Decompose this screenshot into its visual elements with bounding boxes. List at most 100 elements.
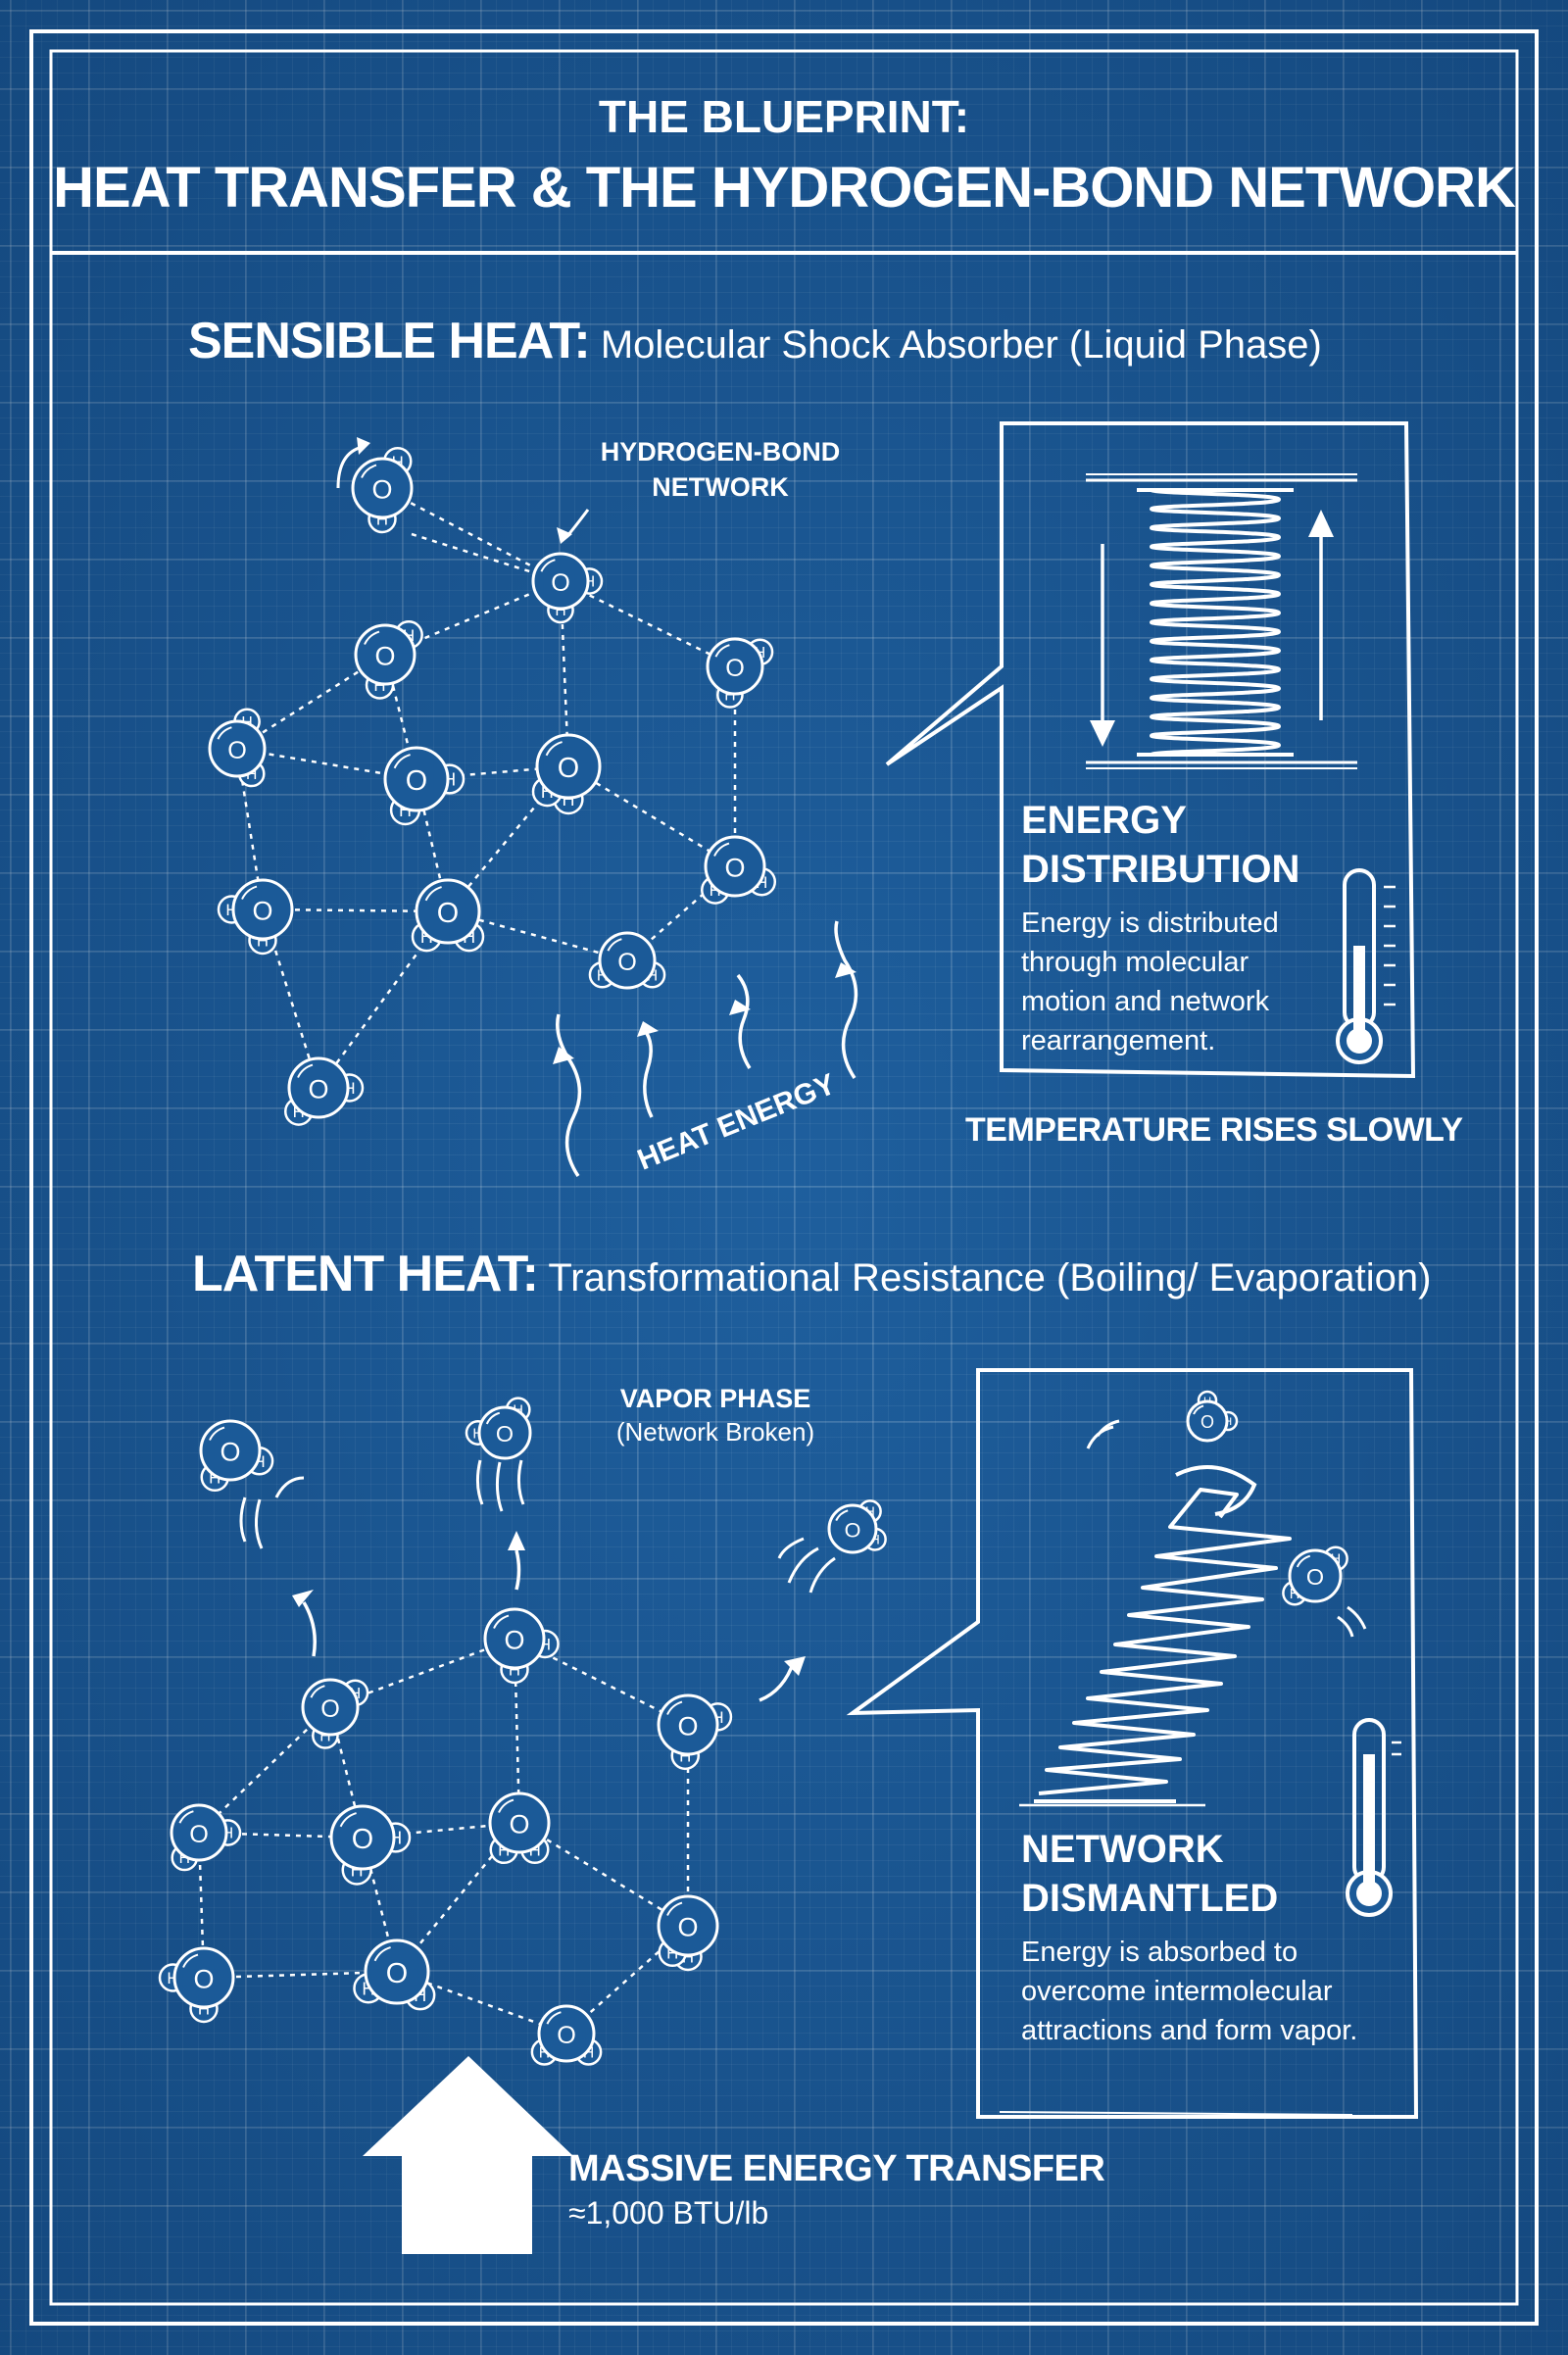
thermometer-high-icon — [1346, 1718, 1401, 1917]
water-molecule-icon: HHO — [170, 1803, 242, 1872]
hydrogen-atom-label: H — [555, 603, 565, 619]
latent-heading: LATENT HEAT: Transformational Resistance… — [192, 1245, 1431, 1303]
oxygen-atom-label: O — [558, 753, 579, 784]
heat-wave-arrows — [556, 920, 858, 1177]
oxygen-atom-label: O — [308, 1075, 328, 1104]
water-molecule-icon: HHO — [483, 1607, 560, 1685]
vapor-motion-lines — [239, 1419, 1367, 1638]
oxygen-atom-label: O — [227, 737, 247, 764]
sensible-hydrogen-bonds — [235, 486, 737, 1089]
water-molecule-icon: HHO — [208, 708, 267, 788]
compressed-spring-icon — [1137, 488, 1294, 757]
oxygen-atom-label: O — [189, 1821, 209, 1848]
oxygen-atom-label: O — [557, 2022, 576, 2049]
breaking-spring-icon — [1034, 1465, 1292, 1803]
energy-distribution-callout — [885, 421, 1416, 1079]
water-molecule-icon: HHO — [158, 1946, 235, 2024]
oxygen-atom-label: O — [406, 765, 427, 797]
network-dismantled-callout — [846, 1368, 1419, 2119]
oxygen-atom-label: O — [509, 1810, 529, 1840]
oxygen-atom-label: O — [386, 1958, 408, 1989]
water-molecule-icon: HHO — [465, 1397, 532, 1460]
water-molecule-icon: HHO — [351, 446, 414, 534]
oxygen-atom-label: O — [320, 1695, 340, 1723]
thermometer-low-icon — [1336, 868, 1396, 1064]
water-molecule-icon: HHO — [531, 733, 602, 815]
outer-border — [29, 29, 1539, 2326]
water-molecule-icon: HHO — [1186, 1390, 1239, 1443]
escape-arrows — [302, 1549, 796, 1702]
oxygen-atom-label: O — [677, 1712, 698, 1742]
water-molecule-icon: HHO — [383, 746, 466, 826]
energy-distribution-body: Energy is distributed through molecular … — [1021, 908, 1279, 1056]
sensible-heading-rest: Molecular Shock Absorber (Liquid Phase) — [589, 323, 1322, 367]
hydrogen-atom-label: H — [597, 967, 608, 984]
water-molecule-icon: HHO — [657, 1693, 733, 1771]
latent-hydrogen-bonds — [197, 1637, 690, 2036]
water-molecule-icon: HHO — [706, 637, 774, 709]
oxygen-atom-label: O — [352, 1824, 373, 1855]
energy-distribution-title-1: ENERGY — [1021, 799, 1187, 842]
latent-molecules: HHOHHOHHOHHOHHOHHOHHOHHOHHOHHOHHOHHOHHOH… — [158, 1390, 1348, 2066]
title-line-2: HEAT TRANSFER & THE HYDROGEN-BOND NETWOR… — [53, 156, 1516, 220]
water-molecule-icon: H HO — [588, 931, 666, 990]
oxygen-atom-label: O — [220, 1438, 240, 1467]
heat-arrow-heads — [553, 962, 857, 1064]
oxygen-atom-label: O — [504, 1626, 524, 1655]
hydrogen-atom-label: H — [179, 1850, 190, 1867]
water-molecule-icon: HHO — [657, 1894, 719, 1972]
oxygen-atom-label: O — [1306, 1564, 1324, 1590]
oxygen-atom-label: O — [193, 1965, 214, 1994]
network-dismantled-title-1: NETWORK — [1021, 1828, 1224, 1871]
water-molecule-icon: HHO — [217, 878, 294, 956]
oxygen-atom-label: O — [845, 1517, 861, 1542]
hydrogen-atom-label: H — [246, 766, 257, 783]
sensible-molecules: HHOHHOHHOHHOHHOHHOHHOHHOHHOHHOHHOHHO — [208, 446, 777, 1126]
oxygen-atom-label: O — [724, 854, 745, 883]
oxygen-atom-label: O — [252, 897, 272, 926]
oxygen-atom-label: O — [551, 569, 570, 597]
hydrogen-atom-label: H — [724, 688, 735, 705]
oxygen-atom-label: O — [677, 1913, 698, 1942]
sensible-heading: SENSIBLE HEAT: Molecular Shock Absorber … — [188, 312, 1322, 370]
oxygen-atom-label: O — [374, 642, 395, 671]
inner-border — [49, 49, 1519, 2306]
oxygen-atom-label: O — [617, 949, 637, 976]
massive-transfer-label: MASSIVE ENERGY TRANSFER — [568, 2148, 1105, 2189]
water-molecule-icon: HHO — [1282, 1545, 1348, 1606]
latent-heading-bold: LATENT HEAT: — [192, 1246, 539, 1302]
hydrogen-atom-label: H — [319, 1729, 330, 1745]
oxygen-atom-label: O — [1200, 1412, 1214, 1432]
water-molecule-icon: HHO — [354, 620, 423, 700]
water-molecule-icon: HHO — [531, 552, 604, 624]
water-molecule-icon: HHO — [329, 1804, 412, 1886]
massive-transfer-value: ≈1,000 BTU/lb — [568, 2195, 769, 2231]
hydrogen-atom-label: H — [647, 967, 658, 984]
hydrogen-atom-label: H — [1290, 1587, 1300, 1602]
spring-arrows — [1101, 529, 1323, 730]
oxygen-atom-label: O — [371, 475, 392, 505]
oxygen-atom-label: O — [725, 655, 745, 682]
network-label-line1: HYDROGEN-BOND — [600, 437, 841, 466]
massive-energy-arrow-icon — [363, 2056, 573, 2254]
water-molecule-icon: HHO — [827, 1499, 887, 1554]
water-molecule-icon: HHO — [199, 1419, 274, 1493]
network-label-arrow — [564, 509, 590, 538]
network-dismantled-title-2: DISMANTLED — [1021, 1877, 1279, 1920]
water-molecule-icon: HHO — [284, 1056, 365, 1126]
latent-heading-rest: Transformational Resistance (Boiling/ Ev… — [537, 1256, 1432, 1300]
hydrogen-atom-label: H — [539, 2045, 550, 2062]
title-line-1: THE BLUEPRINT: — [598, 91, 970, 142]
energy-distribution-title-2: DISTRIBUTION — [1021, 848, 1300, 891]
vapor-phase-sublabel: (Network Broken) — [615, 1417, 815, 1447]
vapor-phase-label: VAPOR PHASE — [619, 1384, 811, 1413]
oxygen-atom-label: O — [496, 1421, 514, 1447]
sensible-heading-bold: SENSIBLE HEAT: — [188, 313, 591, 369]
oxygen-atom-label: O — [437, 898, 459, 929]
water-molecule-icon: HHO — [301, 1678, 369, 1749]
